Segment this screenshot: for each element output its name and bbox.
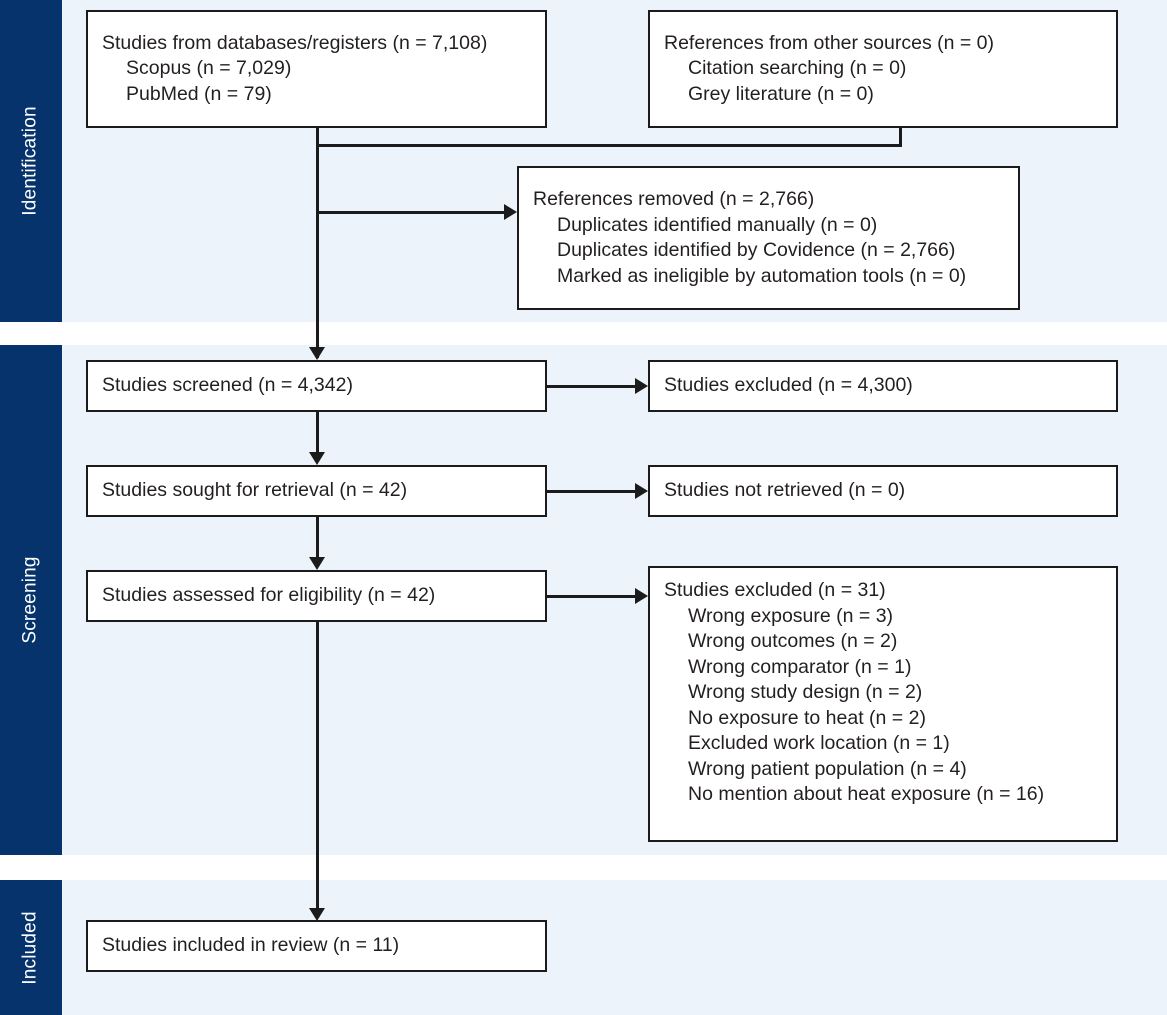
box-line: Studies sought for retrieval (n = 42) [102,479,408,502]
box-references-other-sources: References from other sources (n = 0) Ci… [648,10,1118,128]
box-line: Marked as ineligible by automation tools… [557,264,967,287]
box-line: Studies assessed for eligibility (n = 42… [102,584,436,607]
box-line: Wrong study design (n = 2) [688,681,923,703]
connector-merge-other-sources [316,144,902,147]
box-studies-sought-retrieval: Studies sought for retrieval (n = 42) [86,465,547,517]
box-line: Duplicates identified by Covidence (n = … [557,239,956,261]
box-line: Duplicates identified manually (n = 0) [557,213,878,236]
connector-databases-trunk [316,128,319,358]
stage-label-identification-text: Identification [20,106,42,216]
box-line: Studies not retrieved (n = 0) [664,479,906,502]
box-line: Studies included in review (n = 11) [102,934,400,957]
box-line: Studies excluded (n = 31) [664,579,886,601]
box-studies-not-retrieved: Studies not retrieved (n = 0) [648,465,1118,517]
box-line: No mention about heat exposure (n = 16) [688,783,1045,805]
box-line: Studies from databases/registers (n = 7,… [102,31,488,54]
connector-sought-to-assessed [316,517,319,558]
arrowhead-to-studies-screened [309,347,325,360]
box-line: Wrong patient population (n = 4) [688,757,967,780]
connector-to-references-removed [316,211,504,214]
stage-label-screening: Screening [0,345,62,855]
arrowhead-to-references-removed [504,204,517,220]
box-studies-excluded-eligibility: Studies excluded (n = 31) Wrong exposure… [648,566,1118,842]
arrowhead-screened-to-excluded [635,378,648,394]
arrowhead-assessed-to-excluded [635,588,648,604]
connector-other-sources-stub [899,128,902,146]
stage-label-included: Included [0,880,62,1015]
box-line: Studies screened (n = 4,342) [102,374,353,397]
box-line: Wrong outcomes (n = 2) [688,630,898,652]
box-line: Excluded work location (n = 1) [688,732,950,754]
box-line: No exposure to heat (n = 2) [688,706,926,729]
stage-label-screening-text: Screening [20,556,42,644]
connector-assessed-to-included [316,622,319,912]
stage-label-identification: Identification [0,0,62,322]
arrowhead-sought-to-not-retrieved [635,483,648,499]
box-line: Grey literature (n = 0) [688,82,874,105]
box-line: PubMed (n = 79) [126,82,272,105]
box-studies-screened: Studies screened (n = 4,342) [86,360,547,412]
box-line: Citation searching (n = 0) [688,57,907,80]
box-references-removed: References removed (n = 2,766) Duplicate… [517,166,1020,310]
connector-assessed-to-excluded [547,595,635,598]
box-studies-excluded-screening: Studies excluded (n = 4,300) [648,360,1118,412]
box-line: Wrong exposure (n = 3) [688,604,894,627]
box-line: Scopus (n = 7,029) [126,57,292,80]
arrowhead-to-included [309,908,325,921]
arrowhead-screened-to-sought [309,452,325,465]
box-studies-from-databases: Studies from databases/registers (n = 7,… [86,10,547,128]
stage-label-included-text: Included [20,910,41,985]
box-studies-assessed-eligibility: Studies assessed for eligibility (n = 42… [86,570,547,622]
connector-screened-to-excluded [547,385,635,388]
box-line: References removed (n = 2,766) [533,188,815,210]
connector-screened-to-sought [316,412,319,453]
box-line: Studies excluded (n = 4,300) [664,374,913,397]
connector-sought-to-not-retrieved [547,490,635,493]
box-line: Wrong comparator (n = 1) [688,655,912,678]
arrowhead-sought-to-assessed [309,557,325,570]
box-line: References from other sources (n = 0) [664,31,995,54]
box-studies-included-review: Studies included in review (n = 11) [86,920,547,972]
